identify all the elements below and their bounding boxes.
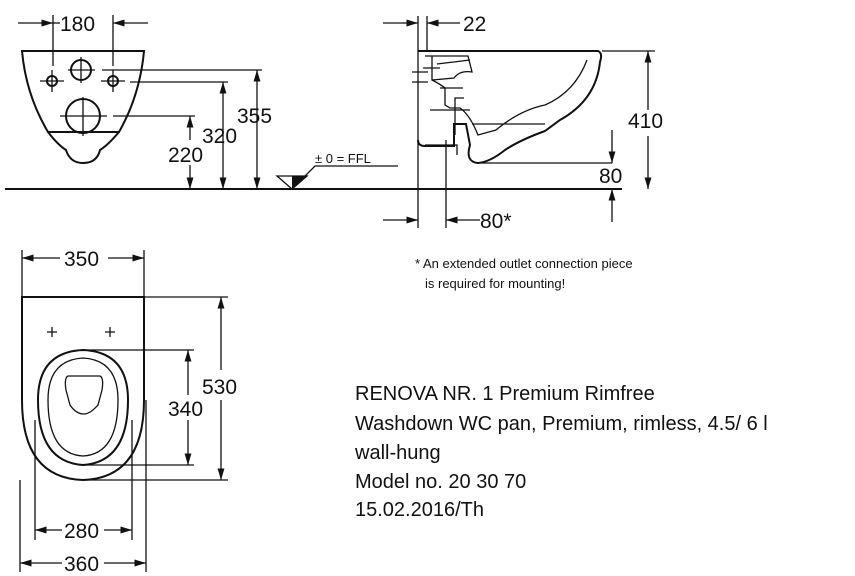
flush-opening xyxy=(64,375,104,415)
title-block: RENOVA NR. 1 Premium Rimfree Washdown WC… xyxy=(354,383,768,521)
dim-280: 280 xyxy=(64,520,99,543)
front-view: 180 355 320 220 ± 0 = FFL xyxy=(18,13,398,190)
dim-180: 180 xyxy=(60,13,95,36)
dim-410: 410 xyxy=(628,110,663,133)
mounting-type: wall-hung xyxy=(354,442,441,464)
top-pan-outline xyxy=(21,296,145,482)
dim-320: 320 xyxy=(202,125,237,148)
seat-outline xyxy=(36,348,130,467)
side-view: 22 410 80 80* xyxy=(383,13,663,233)
dim-22: 22 xyxy=(463,13,486,36)
dim-220: 220 xyxy=(168,144,203,167)
dim-350: 350 xyxy=(64,248,99,271)
note-line-2: is required for mounting! xyxy=(425,276,565,291)
dim-340: 340 xyxy=(168,398,203,421)
drawing-date: 15.02.2016/Th xyxy=(355,499,484,521)
side-pan-outline xyxy=(417,50,603,165)
dim-530: 530 xyxy=(202,376,237,399)
dim-360: 360 xyxy=(64,553,99,576)
product-name: RENOVA NR. 1 Premium Rimfree xyxy=(355,383,655,405)
model-number: Model no. 20 30 70 xyxy=(355,471,526,493)
centre-lines xyxy=(40,57,125,136)
product-description: Washdown WC pan, Premium, rimless, 4.5/ … xyxy=(355,413,768,435)
dim-355: 355 xyxy=(237,105,272,128)
top-view: 350 530 340 280 360 xyxy=(19,248,237,576)
dim-80: 80 xyxy=(599,165,622,188)
dim-80-outlet: 80* xyxy=(480,210,512,233)
front-pan-foot xyxy=(47,131,120,165)
note-line-1: * An extended outlet connection piece xyxy=(415,256,633,271)
ffl-label: ± 0 = FFL xyxy=(315,151,371,166)
